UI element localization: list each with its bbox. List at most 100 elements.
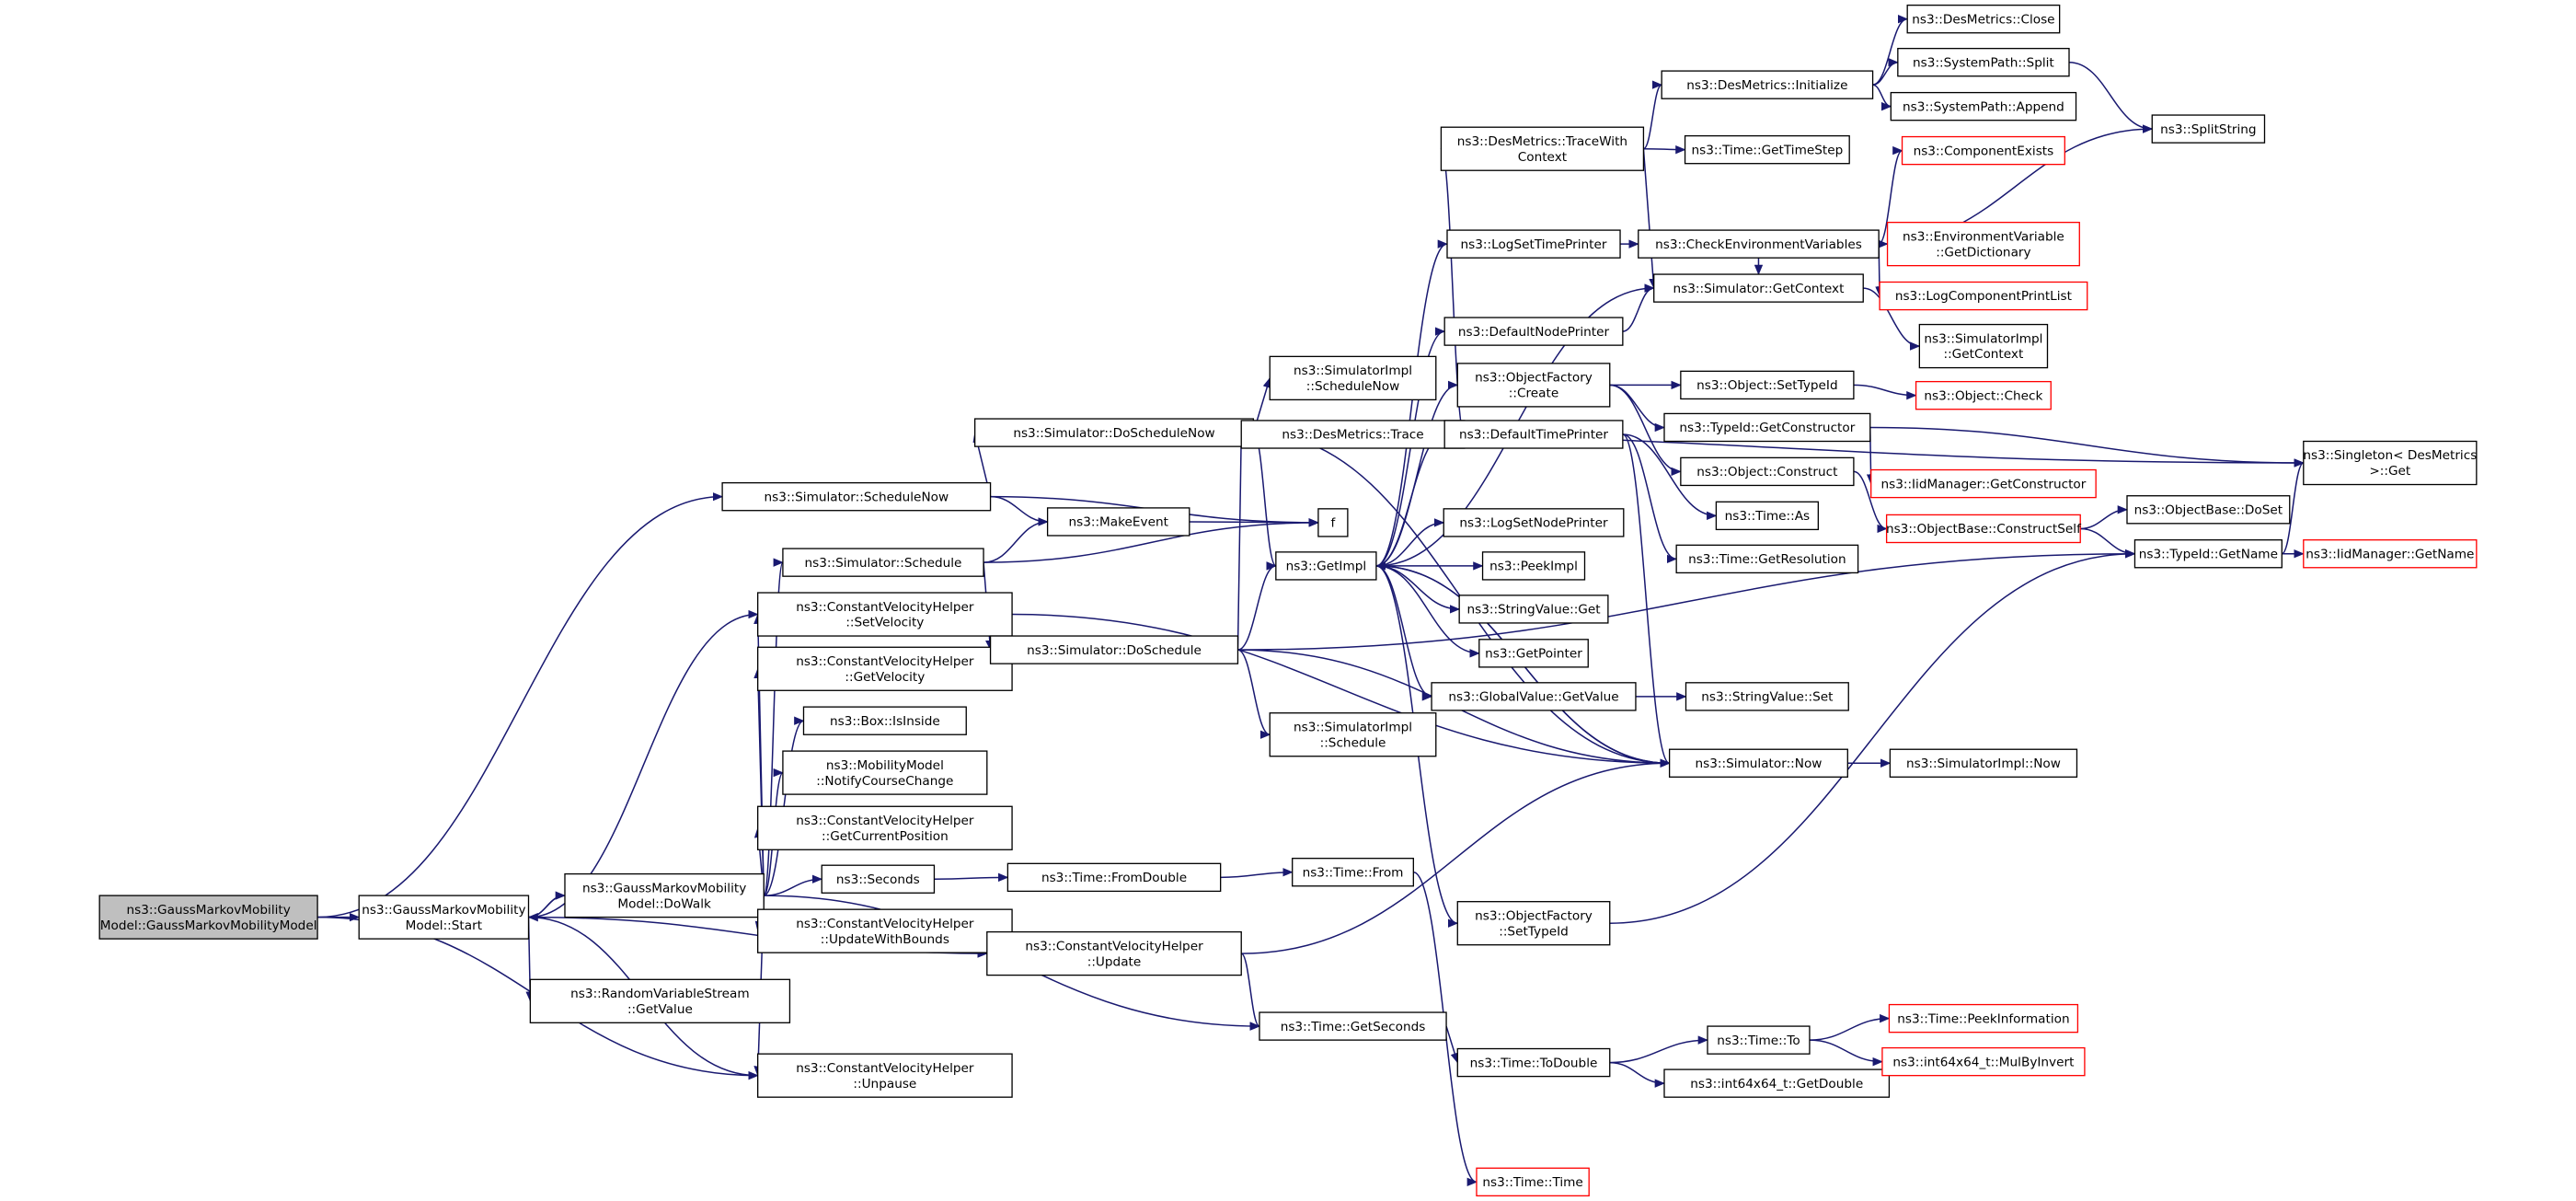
node-strval_get[interactable]: ns3::StringValue::Get <box>1458 595 1609 624</box>
node-obj_settypeid[interactable]: ns3::Object::SetTypeId <box>1680 370 1855 400</box>
node-cvh_update[interactable]: ns3::ConstantVelocityHelper::Update <box>986 930 1242 976</box>
node-sim_doschednow[interactable]: ns3::Simulator::DoScheduleNow <box>973 418 1255 447</box>
node-time_fromdouble[interactable]: ns3::Time::FromDouble <box>1006 862 1222 893</box>
node-box-sim_now <box>1668 748 1848 778</box>
node-simimpl_getctx[interactable]: ns3::SimulatorImpl::GetContext <box>1918 323 2049 369</box>
node-label-splitstring-0: ns3::SplitString <box>2160 122 2256 137</box>
node-time_from[interactable]: ns3::Time::From <box>1292 858 1414 887</box>
node-root[interactable]: ns3::GaussMarkovMobilityModel::GaussMark… <box>98 895 318 940</box>
node-desm_close[interactable]: ns3::DesMetrics::Close <box>1906 4 2061 34</box>
node-sim_sched[interactable]: ns3::Simulator::Schedule <box>782 548 984 577</box>
node-singleton_get[interactable]: ns3::Singleton< DesMetrics>::Get <box>2303 440 2478 486</box>
node-sp_append[interactable]: ns3::SystemPath::Append <box>1890 91 2077 121</box>
node-box-sp_append <box>1890 91 2077 121</box>
node-label-logsetnodeprinter-0: ns3::LogSetNodePrinter <box>1459 516 1608 531</box>
node-checkenv[interactable]: ns3::CheckEnvironmentVariables <box>1638 229 1880 259</box>
node-label-of_create-1: ::Create <box>1509 387 1558 401</box>
node-label-cvh_getpos-0: ns3::ConstantVelocityHelper <box>796 814 974 828</box>
node-cvh_getvel[interactable]: ns3::ConstantVelocityHelper::GetVelocity <box>756 646 1013 691</box>
node-iidm_getctor[interactable]: ns3::IidManager::GetConstructor <box>1870 468 2097 499</box>
node-label-getimpl-0: ns3::GetImpl <box>1286 560 1367 574</box>
node-logsettimeprinter[interactable]: ns3::LogSetTimePrinter <box>1446 229 1621 259</box>
node-time_gettimestep[interactable]: ns3::Time::GetTimeStep <box>1684 134 1850 165</box>
node-of_settypeid[interactable]: ns3::ObjectFactory::SetTypeId <box>1456 901 1611 946</box>
node-label-sp_split-0: ns3::SystemPath::Split <box>1913 55 2054 70</box>
node-iidm_getname[interactable]: ns3::IidManager::GetName <box>2303 539 2478 569</box>
node-rvs_getvalue[interactable]: ns3::RandomVariableStream::GetValue <box>529 978 791 1023</box>
node-defnodeprinter[interactable]: ns3::DefaultNodePrinter <box>1443 317 1624 346</box>
node-of_create[interactable]: ns3::ObjectFactory::Create <box>1456 363 1611 408</box>
node-box-simimpl_getctx <box>1918 323 2049 369</box>
edge-getimpl-to-gv_getvalue <box>1375 565 1433 701</box>
node-simimpl_sched[interactable]: ns3::SimulatorImpl::Schedule <box>1269 712 1437 757</box>
node-box-start <box>358 895 530 940</box>
node-objb_doset[interactable]: ns3::ObjectBase::DoSet <box>2126 495 2291 525</box>
node-dowalk[interactable]: ns3::GaussMarkovMobilityModel::DoWalk <box>564 872 765 918</box>
node-cvh_updbounds[interactable]: ns3::ConstantVelocityHelper::UpdateWithB… <box>756 908 1013 953</box>
node-logsetnodeprinter[interactable]: ns3::LogSetNodePrinter <box>1443 508 1625 537</box>
node-obj_check[interactable]: ns3::Object::Check <box>1915 380 2052 410</box>
node-strval_set[interactable]: ns3::StringValue::Set <box>1685 682 1849 711</box>
node-cvh_setvel[interactable]: ns3::ConstantVelocityHelper::SetVelocity <box>756 592 1013 637</box>
node-logcompprint[interactable]: ns3::LogComponentPrintList <box>1879 281 2088 311</box>
node-label-sim_now-0: ns3::Simulator::Now <box>1695 756 1822 771</box>
edge-desm_tracectx-to-time_gettimestep <box>1643 144 1686 155</box>
node-start[interactable]: ns3::GaussMarkovMobilityModel::Start <box>358 895 530 940</box>
node-label-cvh_getvel-0: ns3::ConstantVelocityHelper <box>796 654 974 669</box>
node-box-objb_constructself <box>1885 514 2081 544</box>
node-envvar_getdict[interactable]: ns3::EnvironmentVariable::GetDictionary <box>1886 221 2080 267</box>
node-label-iidm_getname-0: ns3::IidManager::GetName <box>2306 547 2474 561</box>
node-sim_schednow[interactable]: ns3::Simulator::ScheduleNow <box>721 481 992 512</box>
node-compexists[interactable]: ns3::ComponentExists <box>1901 135 2065 166</box>
node-cvh_unpause[interactable]: ns3::ConstantVelocityHelper::Unpause <box>756 1053 1013 1098</box>
node-box-rvs_getvalue <box>529 978 791 1023</box>
node-sp_split[interactable]: ns3::SystemPath::Split <box>1897 47 2070 77</box>
node-box-dowalk <box>564 872 765 918</box>
node-simimpl_now[interactable]: ns3::SimulatorImpl::Now <box>1889 748 2078 778</box>
node-seconds[interactable]: ns3::Seconds <box>821 864 936 894</box>
node-peekimpl[interactable]: ns3::PeekImpl <box>1481 551 1586 581</box>
node-box-sim_schednow <box>721 481 992 512</box>
node-time_to[interactable]: ns3::Time::To <box>1707 1025 1811 1055</box>
node-box-typeid_getname <box>2133 539 2283 569</box>
node-label-box_isinside-0: ns3::Box::IsInside <box>830 714 940 729</box>
node-desm_trace[interactable]: ns3::DesMetrics::Trace <box>1240 420 1466 449</box>
node-sim_getcontext[interactable]: ns3::Simulator::GetContext <box>1653 273 1864 303</box>
node-i64_getdouble[interactable]: ns3::int64x64_t::GetDouble <box>1663 1068 1891 1098</box>
node-simimpl_schednow[interactable]: ns3::SimulatorImpl::ScheduleNow <box>1269 355 1437 401</box>
node-box-time_peekinfo <box>1888 1003 2079 1034</box>
node-makeevent[interactable]: ns3::MakeEvent <box>1046 507 1190 537</box>
node-typeid_getname[interactable]: ns3::TypeId::GetName <box>2133 539 2283 569</box>
node-typeid_getctor[interactable]: ns3::TypeId::GetConstructor <box>1663 412 1871 443</box>
edge-of_settypeid-to-typeid_getname <box>1609 549 2136 924</box>
node-time_getseconds[interactable]: ns3::Time::GetSeconds <box>1259 1011 1447 1041</box>
node-obj_construct[interactable]: ns3::Object::Construct <box>1680 456 1855 487</box>
node-gv_getvalue[interactable]: ns3::GlobalValue::GetValue <box>1431 682 1637 711</box>
node-getimpl[interactable]: ns3::GetImpl <box>1275 551 1377 581</box>
node-mm_notify[interactable]: ns3::MobilityModel::NotifyCourseChange <box>782 750 988 795</box>
node-time_getres[interactable]: ns3::Time::GetResolution <box>1675 544 1859 574</box>
node-sim_dosched[interactable]: ns3::Simulator::DoSchedule <box>989 635 1239 664</box>
node-getpointer[interactable]: ns3::GetPointer <box>1478 639 1589 668</box>
node-time_peekinfo[interactable]: ns3::Time::PeekInformation <box>1888 1003 2079 1034</box>
node-desm_init[interactable]: ns3::DesMetrics::Initialize <box>1661 70 1874 99</box>
edge-desm_init-to-desm_close <box>1872 15 1909 86</box>
node-time_time[interactable]: ns3::Time::Time <box>1476 1167 1590 1197</box>
node-cvh_getpos[interactable]: ns3::ConstantVelocityHelper::GetCurrentP… <box>756 805 1013 850</box>
node-box-deftimeprinter <box>1443 420 1624 449</box>
node-label-getpointer-0: ns3::GetPointer <box>1485 647 1582 662</box>
node-objb_constructself[interactable]: ns3::ObjectBase::ConstructSelf <box>1885 514 2082 544</box>
edge-time_to-to-i64_mulbyinvert <box>1809 1039 1883 1067</box>
node-box-time_to <box>1707 1025 1811 1055</box>
node-time_todouble[interactable]: ns3::Time::ToDouble <box>1456 1047 1611 1078</box>
node-time_as[interactable]: ns3::Time::As <box>1715 501 1820 531</box>
node-splitstring[interactable]: ns3::SplitString <box>2151 114 2266 144</box>
node-box_isinside[interactable]: ns3::Box::IsInside <box>802 706 967 735</box>
node-sim_now[interactable]: ns3::Simulator::Now <box>1668 748 1848 778</box>
node-f[interactable]: f <box>1317 508 1349 537</box>
node-i64_mulbyinvert[interactable]: ns3::int64x64_t::MulByInvert <box>1881 1046 2086 1077</box>
node-deftimeprinter[interactable]: ns3::DefaultTimePrinter <box>1443 420 1624 449</box>
node-box-desm_tracectx <box>1440 126 1645 171</box>
node-box-getpointer <box>1478 639 1589 668</box>
